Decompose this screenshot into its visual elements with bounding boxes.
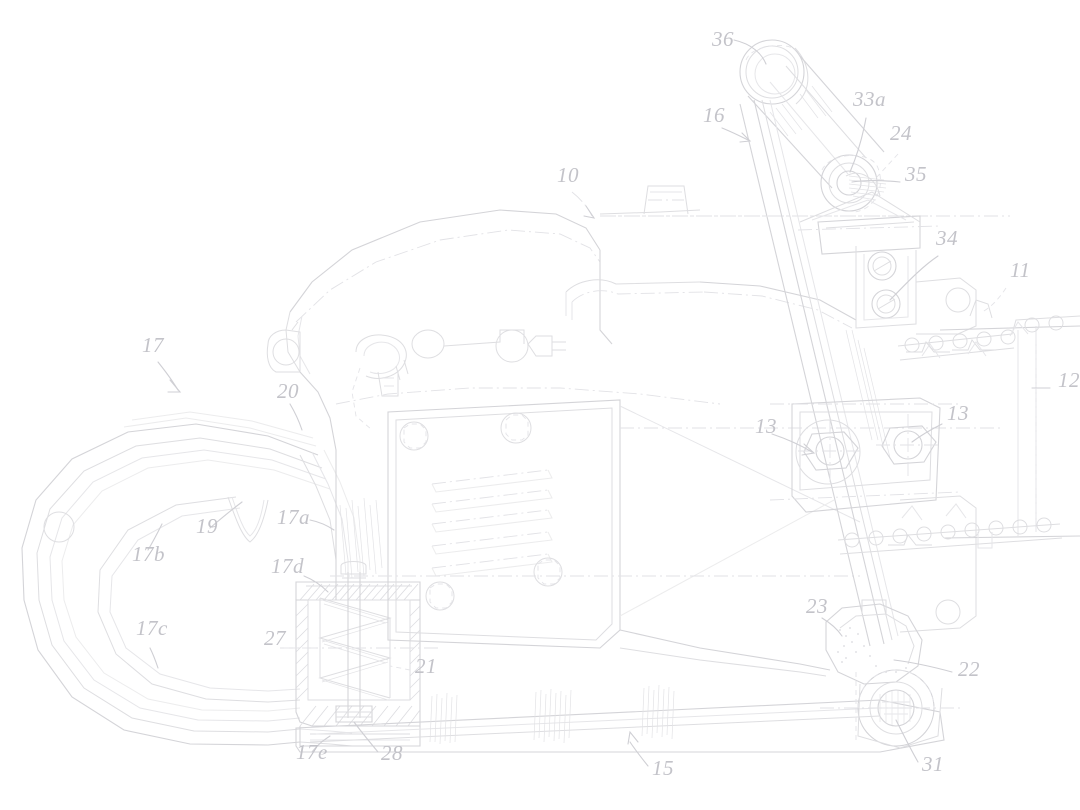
antivibration-mount — [280, 561, 440, 747]
reference-numeral-17e: 17e — [296, 740, 328, 764]
reference-numeral-10: 10 — [557, 163, 579, 187]
stipple — [837, 627, 907, 673]
reference-numeral-17a: 17a — [277, 505, 310, 529]
engine-housing — [266, 185, 1010, 677]
clutch-assembly — [820, 599, 960, 749]
leader-lines — [147, 39, 1051, 767]
reference-numeral-19: 19 — [196, 514, 218, 538]
reference-numeral-13b: 13 — [947, 401, 969, 425]
reference-numeral-23: 23 — [806, 594, 828, 618]
cooling-fins — [431, 469, 549, 569]
carburetor-linkage — [351, 329, 566, 431]
reference-numeral-17b: 17b — [132, 542, 165, 566]
reference-numeral-17: 17 — [142, 333, 165, 357]
rail-shading — [429, 684, 675, 745]
reference-numeral-20: 20 — [277, 379, 299, 403]
chain-bottom — [837, 517, 1063, 555]
block-bolts — [399, 412, 563, 611]
reference-numeral-21: 21 — [415, 654, 437, 678]
reference-numeral-34: 34 — [935, 226, 958, 250]
chain-top — [897, 315, 1080, 361]
reference-numeral-11: 11 — [1010, 258, 1030, 282]
reference-numeral-17c: 17c — [136, 616, 168, 640]
reference-numeral-33a: 33a — [852, 87, 886, 111]
reference-numeral-layer: 36 33a 16 24 35 34 11 12 10 17 20 13 13 19 17a 17b 17d 23… — [132, 27, 1080, 780]
reference-numeral-24: 24 — [890, 121, 912, 145]
reference-numeral-13a: 13 — [755, 414, 777, 438]
reference-numeral-16: 16 — [703, 103, 725, 127]
reference-numeral-36: 36 — [711, 27, 734, 51]
clamp-screws — [867, 251, 901, 319]
reference-numeral-31: 31 — [921, 752, 944, 776]
reference-numeral-27: 27 — [264, 626, 287, 650]
front-handle — [739, 39, 941, 647]
guide-bar-and-chain — [837, 299, 1080, 555]
reference-numeral-28: 28 — [381, 741, 403, 765]
reference-numeral-15: 15 — [652, 756, 674, 780]
reference-numeral-22: 22 — [958, 657, 980, 681]
reference-numeral-17d: 17d — [271, 554, 304, 578]
reference-numeral-35: 35 — [904, 162, 927, 186]
reference-numeral-12: 12 — [1058, 368, 1080, 392]
bar-clamp — [769, 277, 977, 633]
bottom-rail — [295, 684, 945, 753]
rear-handle-loop — [21, 411, 383, 747]
